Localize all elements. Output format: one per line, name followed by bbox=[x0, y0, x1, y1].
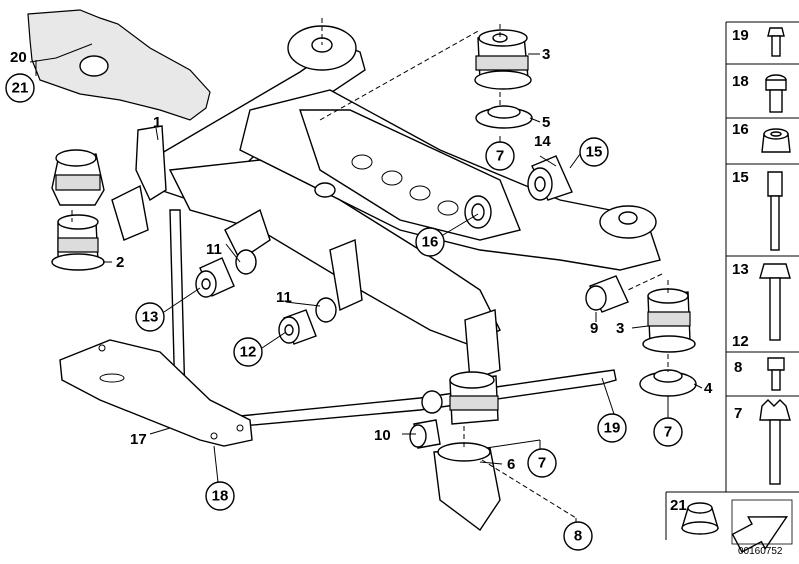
circled-callouts: 7 15 16 13 12 7 19 7 8 18 21 bbox=[5, 73, 683, 551]
callout-10: 10 bbox=[374, 427, 391, 444]
panel-label-21: 21 bbox=[670, 497, 687, 514]
callout-16: 16 bbox=[422, 234, 439, 251]
callout-3-upper: 3 bbox=[542, 46, 550, 63]
support-washer bbox=[475, 105, 533, 129]
rubber-mount-left bbox=[51, 149, 105, 271]
panel-label-19: 19 bbox=[732, 27, 749, 44]
rubber-bushing-10 bbox=[409, 390, 443, 449]
callout-5: 5 bbox=[542, 114, 550, 131]
callout-9: 9 bbox=[590, 320, 598, 337]
bracket-part bbox=[111, 125, 167, 241]
panel-label-16: 16 bbox=[732, 121, 749, 138]
callout-18: 18 bbox=[212, 488, 229, 505]
callout-leaders bbox=[35, 53, 703, 524]
callout-11-right: 11 bbox=[276, 289, 292, 306]
nut-16-icon bbox=[761, 128, 791, 153]
callout-3-lower: 3 bbox=[616, 320, 624, 337]
callout-1: 1 bbox=[153, 114, 161, 131]
heat-shield-part bbox=[27, 9, 211, 121]
callout-15: 15 bbox=[586, 144, 603, 161]
bolt-13-icon bbox=[759, 263, 791, 341]
callout-19: 19 bbox=[604, 420, 621, 437]
parts-panel: 19 18 16 15 13 12 8 7 21 bbox=[665, 21, 799, 553]
rubber-bushing-16 bbox=[464, 195, 492, 229]
support-plate bbox=[639, 369, 697, 397]
panel-label-18: 18 bbox=[732, 73, 749, 90]
bolt-18-icon bbox=[765, 74, 787, 113]
callout-7-right: 7 bbox=[664, 424, 672, 441]
bolt-15-icon bbox=[767, 171, 783, 251]
callout-6: 6 bbox=[507, 456, 515, 473]
document-number: 00160752 bbox=[738, 546, 783, 557]
rubber-bushing-14 bbox=[527, 155, 573, 201]
assembly-guide-lines bbox=[71, 18, 669, 519]
panel-label-12: 12 bbox=[732, 333, 749, 350]
callout-numbers: 1 2 3 3 4 5 6 9 10 11 11 14 17 20 bbox=[10, 46, 713, 473]
callout-7-lower: 7 bbox=[538, 455, 546, 472]
panel-label-7: 7 bbox=[734, 405, 742, 422]
callout-20: 20 bbox=[10, 49, 27, 66]
rubber-bushing-12 bbox=[278, 297, 337, 345]
callout-17: 17 bbox=[130, 431, 147, 448]
rubber-mount-lower-right bbox=[642, 288, 696, 353]
skid-plate bbox=[59, 339, 253, 447]
callout-12: 12 bbox=[240, 344, 257, 361]
panel-label-13: 13 bbox=[732, 261, 749, 278]
callout-2: 2 bbox=[116, 254, 124, 271]
rubber-mount-upper-right bbox=[474, 29, 532, 90]
cap-21-icon bbox=[681, 502, 719, 535]
callout-14: 14 bbox=[534, 133, 551, 150]
callout-13: 13 bbox=[142, 309, 159, 326]
screw-8-icon bbox=[767, 357, 785, 391]
rubber-bushing-13 bbox=[195, 249, 257, 298]
callout-7-upper: 7 bbox=[496, 148, 504, 165]
bolt-7-icon bbox=[759, 399, 791, 485]
panel-label-8: 8 bbox=[734, 359, 742, 376]
callout-4: 4 bbox=[704, 380, 713, 397]
rear-axle-subframe bbox=[149, 25, 661, 401]
direction-arrow-icon bbox=[731, 499, 793, 553]
panel-label-15: 15 bbox=[732, 169, 749, 186]
callout-11-left: 11 bbox=[206, 241, 222, 258]
callout-8: 8 bbox=[574, 528, 582, 545]
screw-19-icon bbox=[767, 27, 785, 57]
callout-21: 21 bbox=[12, 80, 29, 97]
rubber-mount-center bbox=[433, 371, 501, 532]
rubber-bushing-9 bbox=[585, 275, 629, 313]
